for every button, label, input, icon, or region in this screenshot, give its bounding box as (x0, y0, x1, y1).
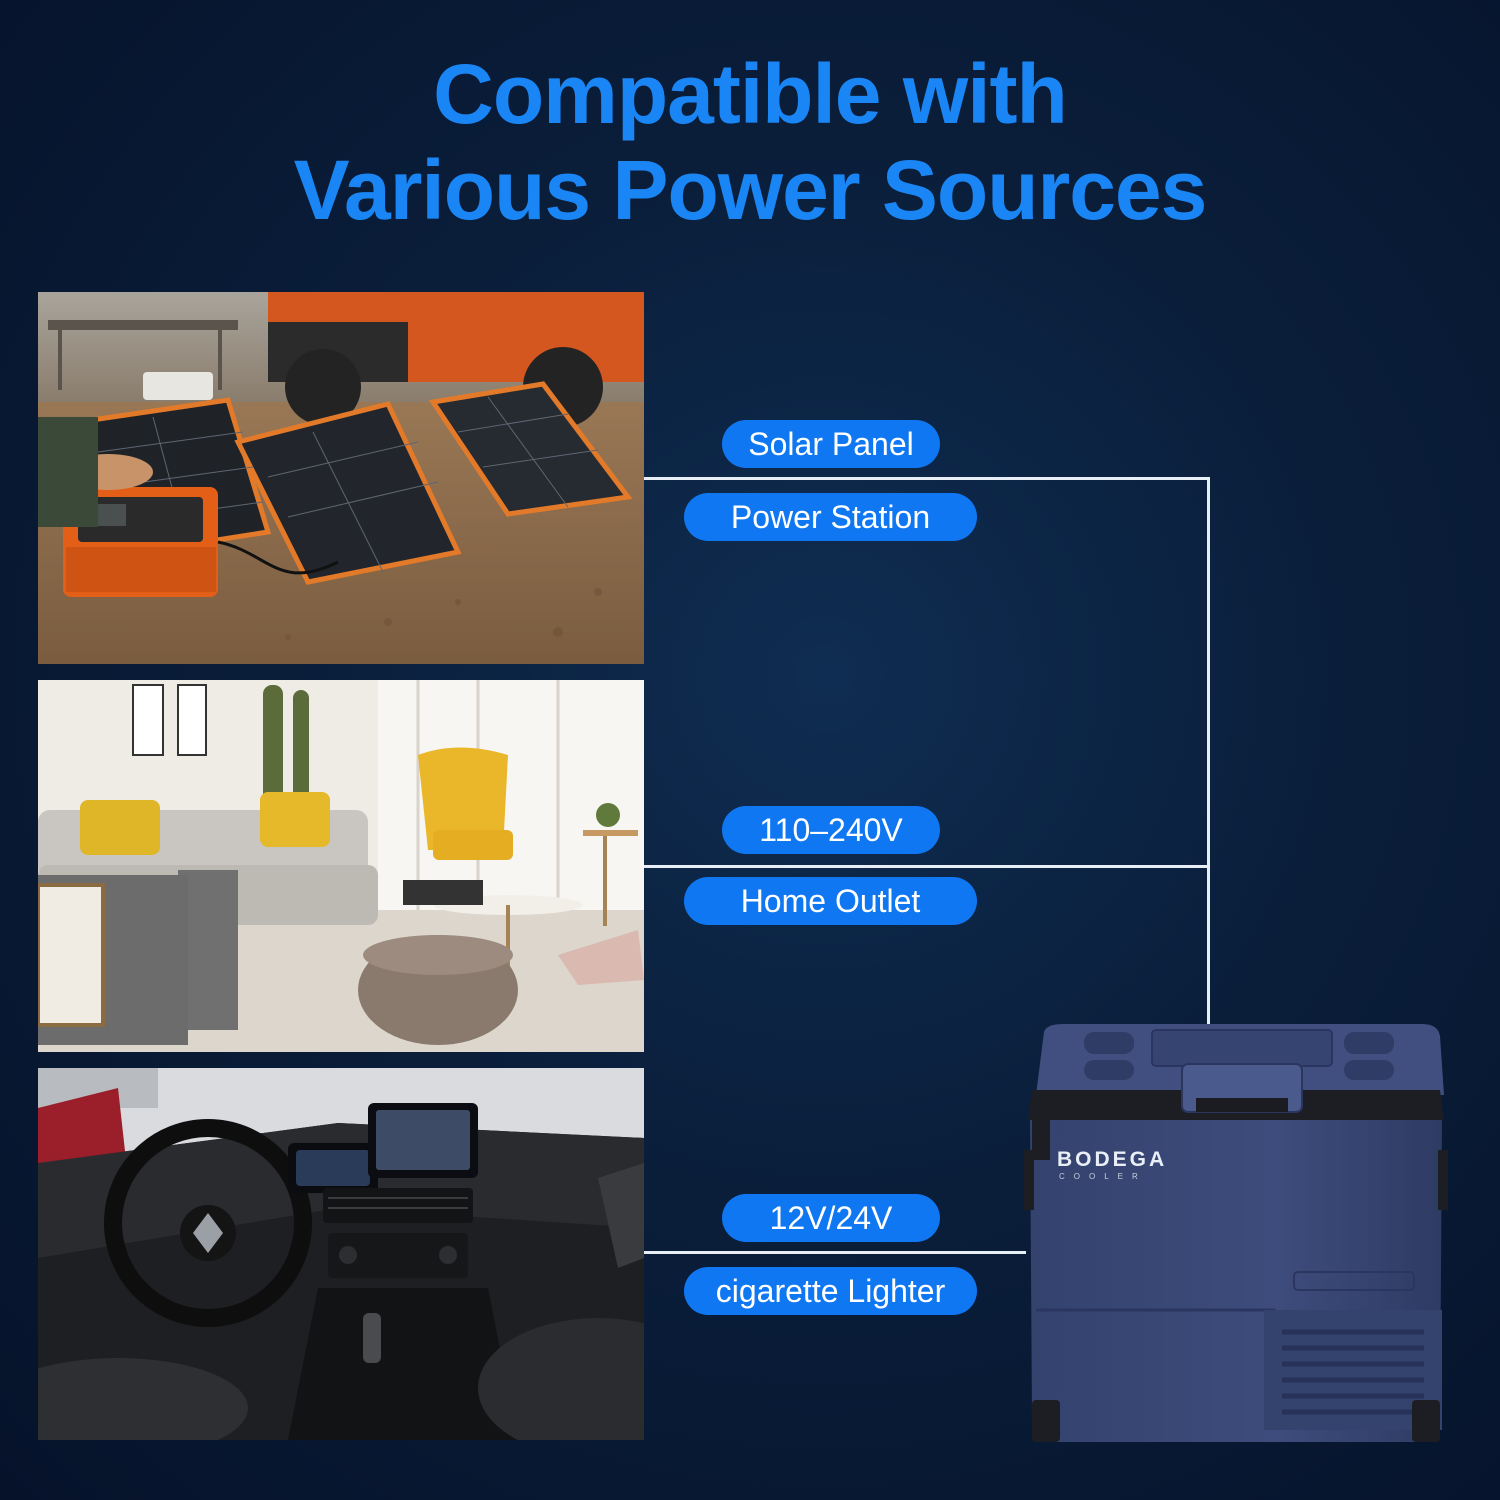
label-voltage-110-240: 110–240V (722, 806, 940, 854)
solar-power-station-photo (38, 292, 644, 664)
connector-line-2 (644, 865, 1210, 868)
portable-fridge-image: BODEGA COOLER (1024, 1020, 1448, 1450)
page-title-line-1: Compatible with (433, 47, 1068, 141)
label-power-station: Power Station (684, 493, 977, 541)
label-voltage-12-24: 12V/24V (722, 1194, 940, 1242)
label-solar-panel: Solar Panel (722, 420, 940, 468)
connector-line-3 (644, 1251, 1026, 1254)
connector-line-1 (644, 477, 1210, 480)
label-home-outlet: Home Outlet (684, 877, 977, 925)
page-title-line-2: Various Power Sources (293, 143, 1208, 237)
connector-vertical-line (1207, 477, 1210, 1025)
fridge-brand-subtitle: COOLER (1059, 1172, 1147, 1181)
living-room-photo (38, 680, 644, 1052)
label-cigarette-lighter: cigarette Lighter (684, 1267, 977, 1315)
fridge-brand-name: BODEGA (1057, 1148, 1168, 1171)
car-interior-photo (38, 1068, 644, 1440)
